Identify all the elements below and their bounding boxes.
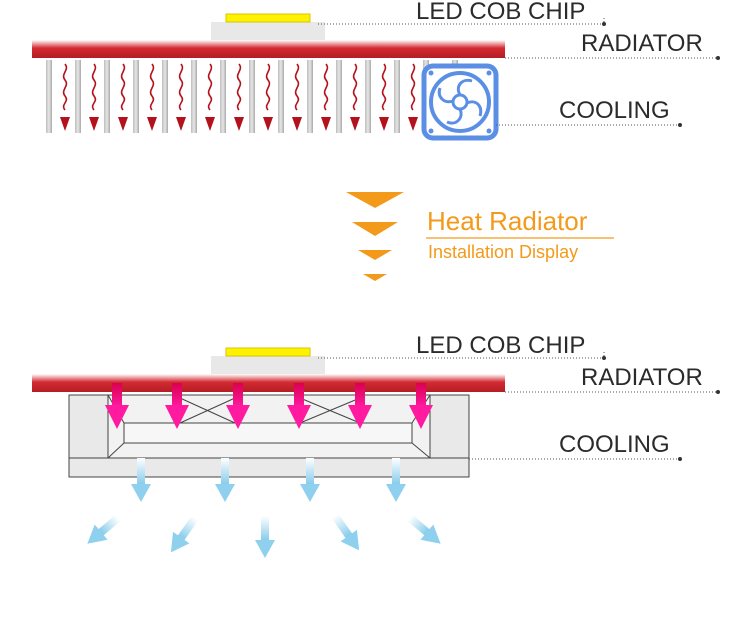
down-chevron-icon	[346, 192, 404, 208]
heat-arrowhead-icon	[292, 117, 302, 131]
air-arrow-icon	[386, 458, 406, 502]
heat-arrowhead-icon	[89, 117, 99, 131]
heat-arrow-icon	[165, 405, 189, 429]
heat-arrow-icon	[409, 405, 433, 429]
cooling-fin	[75, 60, 81, 133]
radiator-plate	[32, 374, 505, 392]
cooling-fin	[162, 60, 168, 133]
air-arrow-icon	[331, 513, 360, 551]
chip-base	[211, 356, 325, 376]
down-chevron-icon	[352, 222, 398, 236]
cooling-fin	[365, 60, 371, 133]
cooling-fin	[220, 60, 226, 133]
heat-arrowhead-icon	[205, 117, 215, 131]
air-arrow-icon	[300, 458, 320, 502]
heat-wave-icon	[207, 63, 213, 111]
cooling-fin	[46, 60, 52, 133]
fan-icon	[421, 63, 499, 141]
heat-arrow-icon	[105, 405, 129, 429]
heat-arrowhead-icon	[263, 117, 273, 131]
radiator-plate	[32, 40, 505, 58]
heat-wave-icon	[149, 63, 155, 111]
heat-arrowhead-icon	[379, 117, 389, 131]
top-diagram: LED COB CHIP RADIATOR COOLING	[32, 0, 720, 141]
air-arrow-icon	[170, 515, 199, 553]
heat-wave-icon	[410, 63, 416, 111]
heat-arrow-icon	[226, 405, 250, 429]
cooling-fin	[394, 60, 400, 133]
air-arrow-icon	[255, 516, 275, 558]
heat-arrow-shaft	[172, 383, 182, 407]
air-arrow-icon	[215, 458, 235, 502]
heat-wave-icon	[294, 63, 300, 111]
heat-wave-icon	[236, 63, 242, 111]
heat-arrowhead-icon	[60, 117, 70, 131]
air-flow-arrows	[87, 458, 441, 558]
bottom-radiator-label: RADIATOR	[581, 364, 703, 391]
middle-banner: Heat Radiator Installation Display	[346, 192, 614, 281]
bottom-chip-label: LED COB CHIP	[416, 332, 585, 359]
cooling-fin	[104, 60, 110, 133]
heat-arrow-shaft	[355, 383, 365, 407]
heat-wave-icon	[178, 63, 184, 111]
heat-flow-arrows	[60, 63, 418, 131]
cooling-block	[68, 394, 470, 478]
cooling-fin	[307, 60, 313, 133]
air-arrow-icon	[87, 514, 121, 544]
heat-arrowhead-icon	[147, 117, 157, 131]
cooling-fin	[336, 60, 342, 133]
led-cob-chip	[225, 347, 311, 357]
down-chevron-icon	[358, 250, 392, 260]
heat-arrowhead-icon	[118, 117, 128, 131]
heat-arrowhead-icon	[321, 117, 331, 131]
heat-wave-icon	[62, 63, 68, 111]
down-chevron-icon	[363, 274, 387, 281]
cooling-fin	[133, 60, 139, 133]
top-cooling-label: COOLING	[559, 97, 670, 124]
cooling-fin	[278, 60, 284, 133]
heat-arrow-shaft	[294, 383, 304, 407]
heat-arrow-icon	[348, 405, 372, 429]
heat-wave-icon	[323, 63, 329, 111]
heat-down-arrows	[105, 383, 433, 429]
heat-wave-icon	[265, 63, 271, 111]
heat-arrowhead-icon	[408, 117, 418, 131]
banner-title: Heat Radiator	[427, 206, 588, 236]
bottom-diagram: LED COB CHIP RADIATOR COOLING	[32, 332, 720, 558]
cooling-fin	[191, 60, 197, 133]
chip-base	[211, 22, 325, 42]
heat-arrowhead-icon	[176, 117, 186, 131]
heat-arrow-icon	[287, 405, 311, 429]
heat-arrowhead-icon	[350, 117, 360, 131]
top-radiator-label: RADIATOR	[581, 30, 703, 57]
air-arrow-icon	[407, 514, 441, 544]
banner-subtitle: Installation Display	[428, 242, 578, 262]
heat-arrow-shaft	[233, 383, 243, 407]
heat-arrowhead-icon	[234, 117, 244, 131]
heat-wave-icon	[91, 63, 97, 111]
cooling-fins	[46, 60, 458, 133]
bottom-cooling-label: COOLING	[559, 431, 670, 458]
heat-arrow-shaft	[416, 383, 426, 407]
top-chip-label: LED COB CHIP	[416, 0, 585, 25]
heat-arrow-shaft	[112, 383, 122, 407]
heat-wave-icon	[352, 63, 358, 111]
led-cob-chip	[225, 13, 311, 23]
heat-wave-icon	[381, 63, 387, 111]
cooling-fin	[249, 60, 255, 133]
heat-wave-icon	[120, 63, 126, 111]
air-arrow-icon	[131, 458, 151, 502]
